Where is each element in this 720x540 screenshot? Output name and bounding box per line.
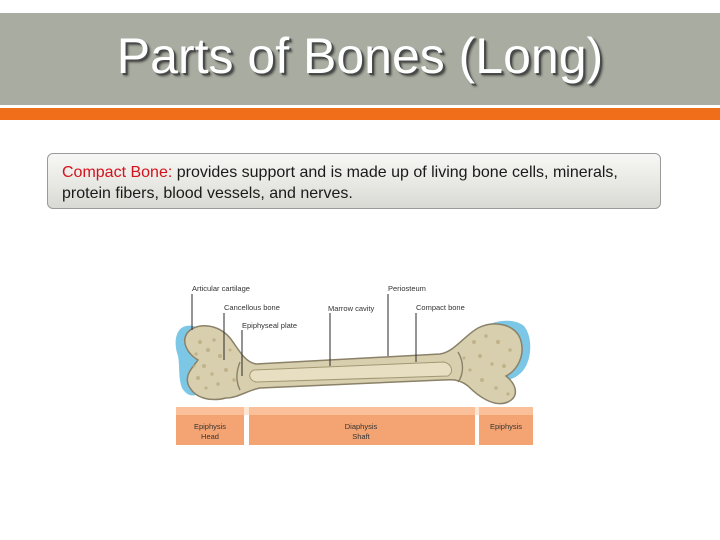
label-articular-cartilage: Articular cartilage — [192, 284, 250, 293]
long-bone-diagram: Articular cartilage Cancellous bone Epip… — [174, 280, 534, 446]
region-middle-sub: Shaft — [352, 432, 370, 441]
title-bar: Parts of Bones (Long) — [0, 13, 720, 105]
epiphyseal-plate-left — [236, 361, 241, 391]
bone-illustration: Articular cartilage Cancellous bone Epip… — [175, 284, 533, 445]
marrow-cavity — [249, 361, 452, 383]
definition-text: provides support and is made up of livin… — [62, 164, 618, 202]
cancellous-texture-left — [192, 338, 236, 390]
region-left-name: Epiphysis — [194, 422, 226, 431]
label-cancellous-bone: Cancellous bone — [224, 303, 280, 312]
label-marrow-cavity: Marrow cavity — [328, 304, 375, 313]
slide-title: Parts of Bones (Long) — [116, 28, 604, 84]
cancellous-texture-right — [462, 334, 512, 396]
accent-bar — [0, 108, 720, 120]
region-right-name: Epiphysis — [490, 422, 522, 431]
region-left-sub: Head — [201, 432, 219, 441]
epiphyseal-plate-right — [457, 351, 464, 383]
region-middle-name: Diaphysis — [345, 422, 378, 431]
label-compact-bone: Compact bone — [416, 303, 465, 312]
bone-outline — [184, 323, 523, 405]
leader-lines — [191, 294, 417, 376]
label-epiphyseal-plate: Epiphyseal plate — [242, 321, 297, 330]
definition-term: Compact Bone: — [62, 164, 173, 181]
definition-callout: Compact Bone: provides support and is ma… — [47, 153, 661, 209]
label-periosteum: Periosteum — [388, 284, 426, 293]
